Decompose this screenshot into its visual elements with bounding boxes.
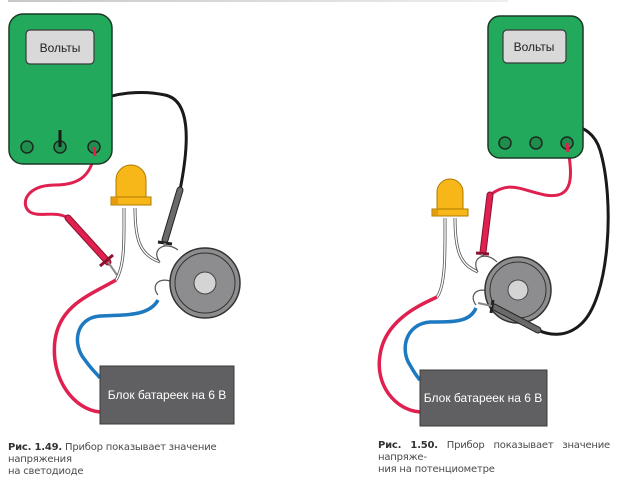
top-rule: [8, 0, 508, 2]
multimeter-label: Вольты: [40, 41, 81, 55]
red-probe-wire: [489, 147, 572, 198]
black-probe: [477, 299, 542, 334]
caption-line-1: Прибор показывает значение напряже-: [378, 440, 610, 463]
red-probe: [64, 214, 118, 276]
multimeter-display: [502, 29, 567, 64]
potentiometer: [484, 256, 552, 324]
meter-jack-2: [529, 136, 543, 150]
red-battery-wire: [52, 278, 117, 414]
blue-battery-wire: [403, 307, 478, 382]
caption-line-2: на светодиоде: [8, 466, 84, 477]
battery-label: Блок батареек на 6 В: [424, 391, 542, 405]
meter-jack-1: [20, 140, 34, 154]
caption-prefix: Рис. 1.49.: [8, 442, 63, 453]
red-battery-wire: [377, 295, 438, 414]
figure-1-50: Вольты: [377, 15, 610, 427]
figure-caption-1-50: Рис. 1.50. Прибор показывает значение на…: [378, 440, 610, 476]
meter-jack-1: [498, 136, 512, 150]
blue-battery-wire: [75, 299, 160, 380]
figure-1-49: Вольты: [8, 13, 241, 425]
potentiometer: [169, 247, 241, 319]
caption-prefix: Рис. 1.50.: [378, 440, 438, 451]
battery-pack: [419, 369, 548, 427]
battery-pack: [99, 365, 235, 425]
led: [110, 164, 152, 206]
figure-caption-1-49: Рис. 1.49. Прибор показывает значение на…: [8, 442, 258, 478]
caption-line-2: ния на потенциометре: [378, 464, 495, 475]
red-probe-wire: [23, 149, 97, 220]
multimeter-display: [25, 29, 95, 65]
led: [431, 178, 469, 217]
multimeter-label: Вольты: [514, 40, 555, 54]
battery-label: Блок батареек на 6 В: [108, 388, 226, 402]
caption-line-1: Прибор показывает значение напряжения: [8, 442, 217, 465]
